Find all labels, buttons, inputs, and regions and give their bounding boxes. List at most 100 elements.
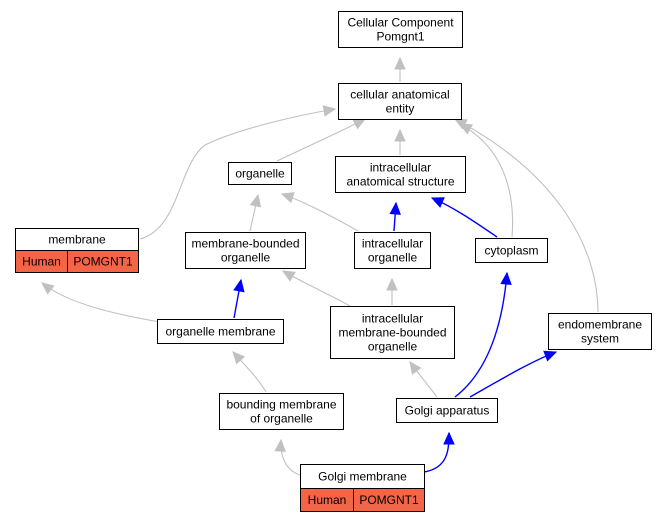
- edge-intracellular_membrane_bounded_organelle-to-intracellular_organelle: [386, 277, 398, 305]
- node-label: Golgi apparatus: [405, 404, 490, 418]
- species-label: Human: [22, 255, 61, 269]
- edge-arrowhead: [386, 277, 398, 291]
- node-label: organelle: [221, 251, 271, 265]
- node-box: [335, 156, 466, 193]
- node-label: endomembrane: [558, 318, 642, 332]
- edge-golgi_apparatus-to-cytoplasm: [454, 271, 512, 398]
- edge-arrowhead: [249, 193, 262, 208]
- edge-membrane_bounded_organelle-to-organelle: [249, 193, 262, 232]
- node-organelle-membrane[interactable]: organelle membrane: [157, 319, 284, 344]
- edge-intracellular_organelle-to-organelle: [280, 192, 359, 232]
- node-label: cytoplasm: [484, 244, 538, 258]
- node-box: [228, 162, 292, 185]
- node-label: intracellular: [362, 237, 423, 251]
- node-label: anatomical structure: [346, 175, 454, 189]
- node-label: cellular anatomical: [350, 88, 449, 102]
- edge-arrowhead: [430, 197, 445, 208]
- node-label: organelle: [368, 251, 418, 265]
- node-label: Cellular Component: [347, 16, 454, 30]
- edge-golgi_apparatus-to-intracellular_membrane_bounded_organelle: [409, 361, 438, 398]
- node-box: [185, 232, 306, 269]
- edge-intracellular_organelle-to-intracellular_anatomical_structure: [389, 201, 401, 232]
- node-label: membrane-bounded: [338, 326, 446, 340]
- edge-line: [454, 118, 599, 313]
- edge-arrowhead: [394, 128, 406, 142]
- edge-arrowhead: [322, 105, 337, 117]
- annotation-row: [15, 250, 139, 273]
- edge-arrowhead: [409, 361, 422, 375]
- node-box: [475, 238, 548, 263]
- edge-line: [454, 272, 508, 398]
- node-box: [157, 319, 284, 344]
- node-label: bounding membrane: [226, 398, 336, 412]
- edge-line: [281, 193, 359, 232]
- node-label: of organelle: [250, 412, 313, 426]
- edge-arrowhead: [274, 438, 286, 452]
- edge-line: [423, 432, 450, 473]
- node-label: organelle: [368, 340, 418, 354]
- edge-intracellular_anatomical_structure-to-cellular_anatomical_entity: [394, 128, 406, 155]
- edge-line: [459, 123, 514, 238]
- node-label: Golgi membrane: [318, 470, 407, 484]
- edge-organelle_membrane-to-membrane_bounded_organelle: [233, 278, 245, 319]
- edge-layer: [41, 56, 599, 476]
- node-label: entity: [386, 102, 415, 116]
- edge-arrowhead: [41, 282, 55, 295]
- edge-cytoplasm-to-cellular_anatomical_entity: [458, 123, 514, 238]
- node-label: intracellular: [370, 161, 431, 175]
- node-label: intracellular: [362, 312, 423, 326]
- edge-arrowhead: [394, 56, 406, 70]
- node-box: [330, 306, 455, 359]
- edge-intracellular_membrane_bounded_organelle-to-membrane_bounded_organelle: [281, 270, 351, 307]
- edge-line: [41, 282, 161, 323]
- edge-arrowhead: [500, 271, 512, 285]
- node-box: [338, 11, 463, 48]
- edge-bounding_membrane_of_organelle-to-organelle_membrane: [232, 351, 267, 393]
- edge-golgi_apparatus-to-endomembrane_system: [469, 350, 558, 398]
- edge-arrowhead: [280, 192, 295, 204]
- node-box: [548, 313, 652, 350]
- node-label: system: [581, 332, 619, 346]
- gene-label: POMGNT1: [73, 255, 133, 269]
- edge-membrane-to-cellular_anatomical_entity: [139, 105, 337, 240]
- species-label: Human: [308, 493, 347, 507]
- node-box: [396, 398, 498, 423]
- edge-cellular_anatomical_entity-to-cc_pomgnt1: [394, 56, 406, 82]
- node-organelle[interactable]: organelle: [228, 162, 292, 185]
- edge-arrowhead: [543, 350, 558, 362]
- node-cytoplasm[interactable]: cytoplasm: [475, 238, 548, 263]
- annotation-row: [300, 488, 425, 512]
- edge-organelle_membrane-to-membrane: [41, 282, 161, 323]
- node-box: [354, 232, 431, 269]
- edge-arrowhead: [443, 431, 455, 445]
- node-golgi-apparatus[interactable]: Golgi apparatus: [396, 398, 498, 423]
- edge-line: [469, 351, 557, 398]
- node-label: Pomgnt1: [376, 30, 424, 44]
- edge-arrowhead: [232, 351, 245, 365]
- edge-arrowhead: [233, 278, 245, 293]
- node-box: [300, 464, 425, 489]
- edge-arrowhead: [352, 118, 367, 130]
- node-box: [338, 83, 462, 120]
- edge-golgi_membrane-to-golgi_apparatus: [423, 431, 455, 473]
- node-label: membrane: [48, 233, 106, 247]
- edge-endomembrane_system-to-cellular_anatomical_entity: [453, 118, 599, 313]
- edge-golgi_membrane-to-bounding_membrane_of_organelle: [274, 438, 301, 476]
- edge-arrowhead: [281, 270, 296, 282]
- edge-cytoplasm-to-intracellular_anatomical_structure: [430, 197, 498, 238]
- node-label: organelle: [235, 167, 285, 181]
- node-label: membrane-bounded: [191, 237, 299, 251]
